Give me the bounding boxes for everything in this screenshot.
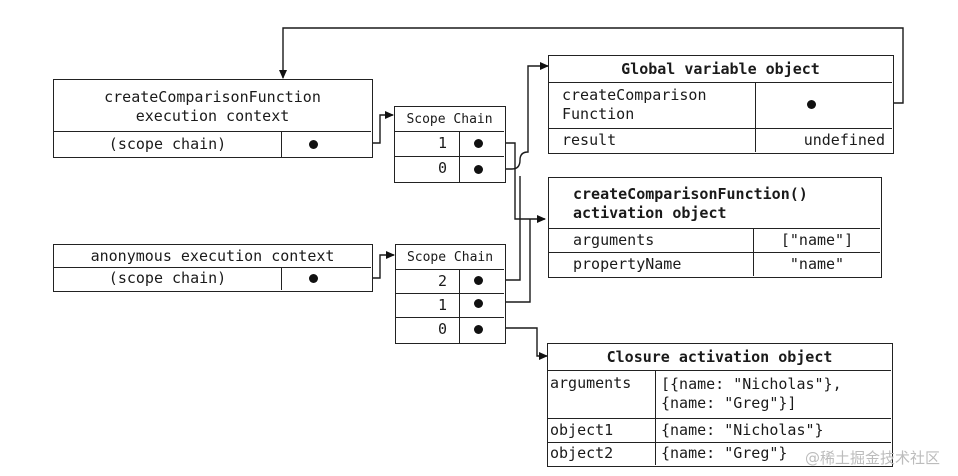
scope-chain-2-pointer-0	[474, 325, 483, 334]
closure-row-value-object1: {name: "Nicholas"}	[661, 420, 824, 439]
scope-chain-1-index-1: 1	[437, 134, 447, 152]
anon-context-scope-pointer	[309, 274, 318, 283]
closure-activation-object-box: Closure activation object arguments [{na…	[547, 343, 893, 467]
global-row-value-result: undefined	[803, 130, 885, 149]
create-context-title-line1: createComparisonFunction	[104, 88, 321, 106]
create-context-scope-pointer	[309, 140, 318, 149]
closure-row-key-arguments: arguments	[550, 374, 632, 392]
scope-chain-1-box: Scope Chain 1 0	[394, 106, 506, 183]
scope-chain-2-header: Scope Chain	[406, 249, 494, 265]
activation-row-key-arguments: arguments	[573, 230, 655, 249]
global-row-key-result: result	[562, 130, 617, 149]
activation-row-value-propertyname: "name"	[789, 254, 845, 273]
scope-chain-2-index-2: 2	[437, 271, 447, 290]
scope-chain-2-index-1: 1	[437, 295, 447, 314]
watermark: @稀土掘金技术社区	[804, 449, 940, 467]
scope-chain-1-pointer-0	[474, 165, 483, 174]
anonymous-execution-context-box: anonymous execution context (scope chain…	[53, 244, 373, 292]
activation-title-line1: createComparisonFunction()	[573, 185, 808, 203]
create-execution-context-box: createComparisonFunction execution conte…	[53, 79, 373, 158]
global-create-function-pointer	[807, 100, 816, 109]
global-row-value-create	[759, 82, 889, 128]
create-context-scope-chain-label: (scope chain)	[108, 134, 227, 153]
anon-context-title: anonymous execution context	[90, 246, 335, 265]
activation-row-key-propertyname: propertyName	[573, 254, 682, 273]
activation-object-title: createComparisonFunction() activation ob…	[573, 182, 873, 226]
scope-chain-2-box: Scope Chain 2 1 0	[395, 244, 506, 344]
activation-title-line2: activation object	[573, 204, 727, 222]
activation-object-box: createComparisonFunction() activation ob…	[548, 177, 882, 278]
closure-row-key-object2: object2	[550, 444, 614, 462]
scope-chain-2-pointer-1	[474, 299, 483, 308]
scope-chain-1-header: Scope Chain	[406, 111, 493, 127]
closure-object-title: Closure activation object	[606, 347, 833, 366]
activation-row-value-arguments: ["name"]	[780, 230, 854, 249]
global-object-title: Global variable object	[621, 59, 820, 78]
arrow-chain2-row0-to-closure	[478, 327, 548, 360]
closure-row-value-object2: {name: "Greg"}	[661, 444, 788, 462]
anon-context-scope-chain-label: (scope chain)	[108, 269, 227, 287]
scope-chain-1-pointer-1	[474, 139, 483, 148]
closure-row-key-object1: object1	[550, 420, 614, 439]
create-context-title: createComparisonFunction execution conte…	[54, 86, 371, 128]
scope-chain-2-pointer-2	[474, 276, 483, 285]
scope-chain-2-index-0: 0	[437, 320, 447, 338]
arrow-chain1-row0-to-global	[478, 62, 549, 170]
global-variable-object-box: Global variable object createComparison …	[548, 55, 894, 154]
global-row-key-create: createComparison Function	[562, 86, 707, 123]
scope-chain-1-index-0: 0	[437, 159, 447, 177]
create-context-title-line2: execution context	[135, 107, 290, 125]
closure-row-value-arguments: [{name: "Nicholas"}, {name: "Greg"}]	[661, 375, 842, 412]
